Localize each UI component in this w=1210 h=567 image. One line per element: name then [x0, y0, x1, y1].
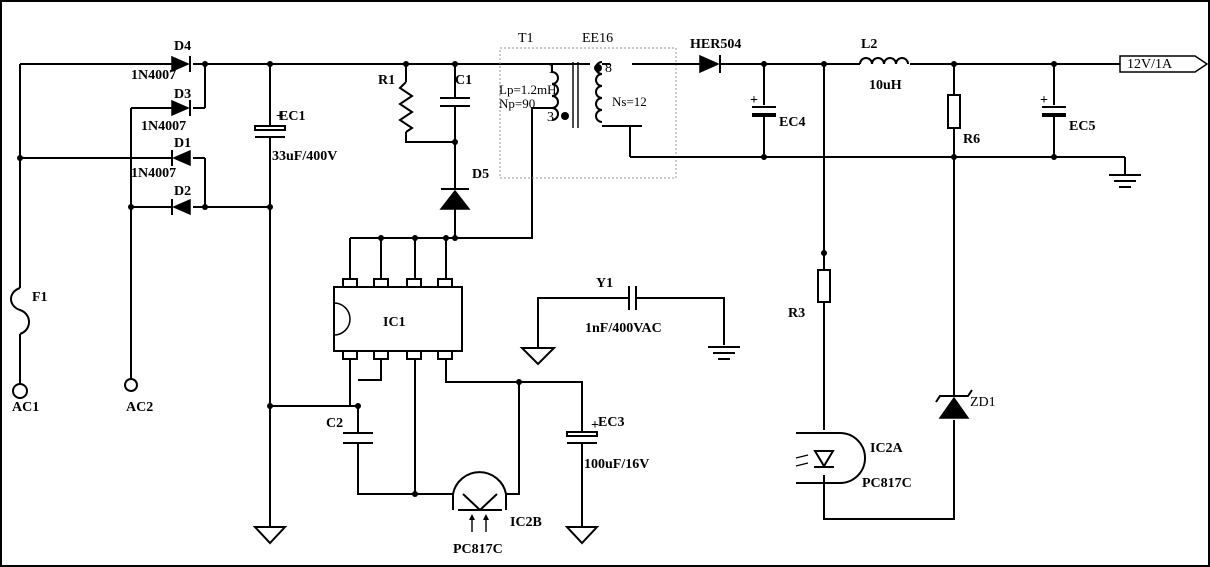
- resistor-r3: [817, 269, 831, 303]
- zener-zd1: [935, 389, 973, 419]
- transformer-boundary: [499, 47, 677, 179]
- label-d3: D3: [174, 87, 191, 102]
- ground-output: [1109, 174, 1141, 188]
- fuse-f1: [10, 287, 30, 335]
- terminal-ac1: [12, 383, 28, 399]
- label-d5: D5: [472, 167, 489, 182]
- label-t1-pin8: 8: [605, 61, 612, 76]
- capacitor-ec5: [1042, 106, 1066, 117]
- ground-y1-secondary: [708, 346, 740, 360]
- label-output: 12V/1A: [1127, 57, 1173, 72]
- label-plus-ec5: +: [1040, 93, 1048, 108]
- label-c2: C2: [326, 416, 343, 431]
- label-l2: L2: [861, 37, 877, 52]
- capacitor-c2: [343, 432, 373, 444]
- label-plus-ec1: +: [276, 109, 284, 124]
- wires-ic1: [270, 238, 583, 527]
- capacitor-ec1: [254, 125, 286, 138]
- label-ic2a-part: PC817C: [862, 476, 912, 491]
- capacitor-c1: [440, 97, 470, 107]
- optocoupler-ic2b: [452, 471, 507, 532]
- label-t1: T1: [518, 31, 534, 46]
- label-t1-ns: Ns=12: [612, 94, 647, 109]
- label-ic2b-part: PC817C: [453, 542, 503, 557]
- label-d4-part: 1N4007: [131, 68, 176, 83]
- ic1-chip: [333, 278, 463, 360]
- label-t1-np: Np=90: [499, 96, 535, 111]
- diode-d2: [162, 198, 191, 216]
- inductor-l2: [859, 57, 909, 65]
- label-t1-pin1: 1: [548, 61, 555, 76]
- label-d3-part: 1N4007: [141, 119, 186, 134]
- label-d1-part: 1N4007: [131, 166, 176, 181]
- diode-d1: [162, 149, 191, 167]
- wires-snubber: [350, 64, 552, 239]
- junctions-snubber: [378, 61, 458, 241]
- label-ic2a: IC2A: [870, 441, 904, 456]
- label-c1: C1: [455, 73, 472, 88]
- label-her504: HER504: [690, 37, 741, 52]
- label-l2-value: 10uH: [869, 78, 902, 93]
- diode-d4: [162, 55, 191, 73]
- resistor-r6: [947, 94, 961, 129]
- label-zd1: ZD1: [970, 395, 996, 410]
- diode-d3: [162, 99, 191, 117]
- label-ec1-value: 33uF/400V: [272, 149, 337, 164]
- label-r6: R6: [963, 132, 980, 147]
- label-ic2b: IC2B: [510, 515, 542, 530]
- label-y1-value: 1nF/400VAC: [585, 321, 662, 336]
- label-ac1: AC1: [12, 400, 39, 415]
- diode-d5: [439, 188, 471, 210]
- resistor-r1: [398, 81, 414, 133]
- capacitor-ec4: [752, 106, 776, 117]
- label-t1-core: EE16: [582, 31, 613, 46]
- capacitor-y1: [537, 286, 725, 348]
- label-ic1: IC1: [383, 315, 406, 330]
- ground-y1-primary: [519, 347, 557, 366]
- junctions-ic1: [355, 379, 522, 497]
- label-y1: Y1: [596, 276, 613, 291]
- label-ec3-value: 100uF/16V: [584, 457, 649, 472]
- diode-her504: [696, 54, 728, 74]
- label-d4: D4: [174, 39, 191, 54]
- optocoupler-ic2a: [795, 432, 866, 484]
- junctions-left: [17, 61, 273, 409]
- transformer-t1: [551, 61, 696, 157]
- label-ec1: EC1: [279, 109, 305, 124]
- ground-ec1: [252, 526, 288, 545]
- label-ec3: EC3: [598, 415, 624, 430]
- wires-output: [630, 63, 1126, 520]
- label-d1: D1: [174, 136, 191, 151]
- label-d2: D2: [174, 184, 191, 199]
- label-plus-ec3: +: [591, 418, 599, 433]
- label-t1-lp: Lp=1.2mH: [499, 82, 557, 97]
- label-t1-pin3: 3: [547, 110, 554, 125]
- label-plus-ec4: +: [750, 93, 758, 108]
- label-f1: F1: [32, 290, 48, 305]
- wires-input: [19, 63, 590, 527]
- ground-ec3: [564, 526, 600, 545]
- terminal-ac2: [124, 378, 138, 392]
- label-ec4: EC4: [779, 115, 805, 130]
- label-ac2: AC2: [126, 400, 153, 415]
- output-connector: [1119, 55, 1209, 73]
- label-r1: R1: [378, 73, 395, 88]
- label-r3: R3: [788, 306, 805, 321]
- label-ec5: EC5: [1069, 119, 1095, 134]
- junctions-output: [761, 61, 1057, 256]
- capacitor-ec3: [566, 431, 598, 444]
